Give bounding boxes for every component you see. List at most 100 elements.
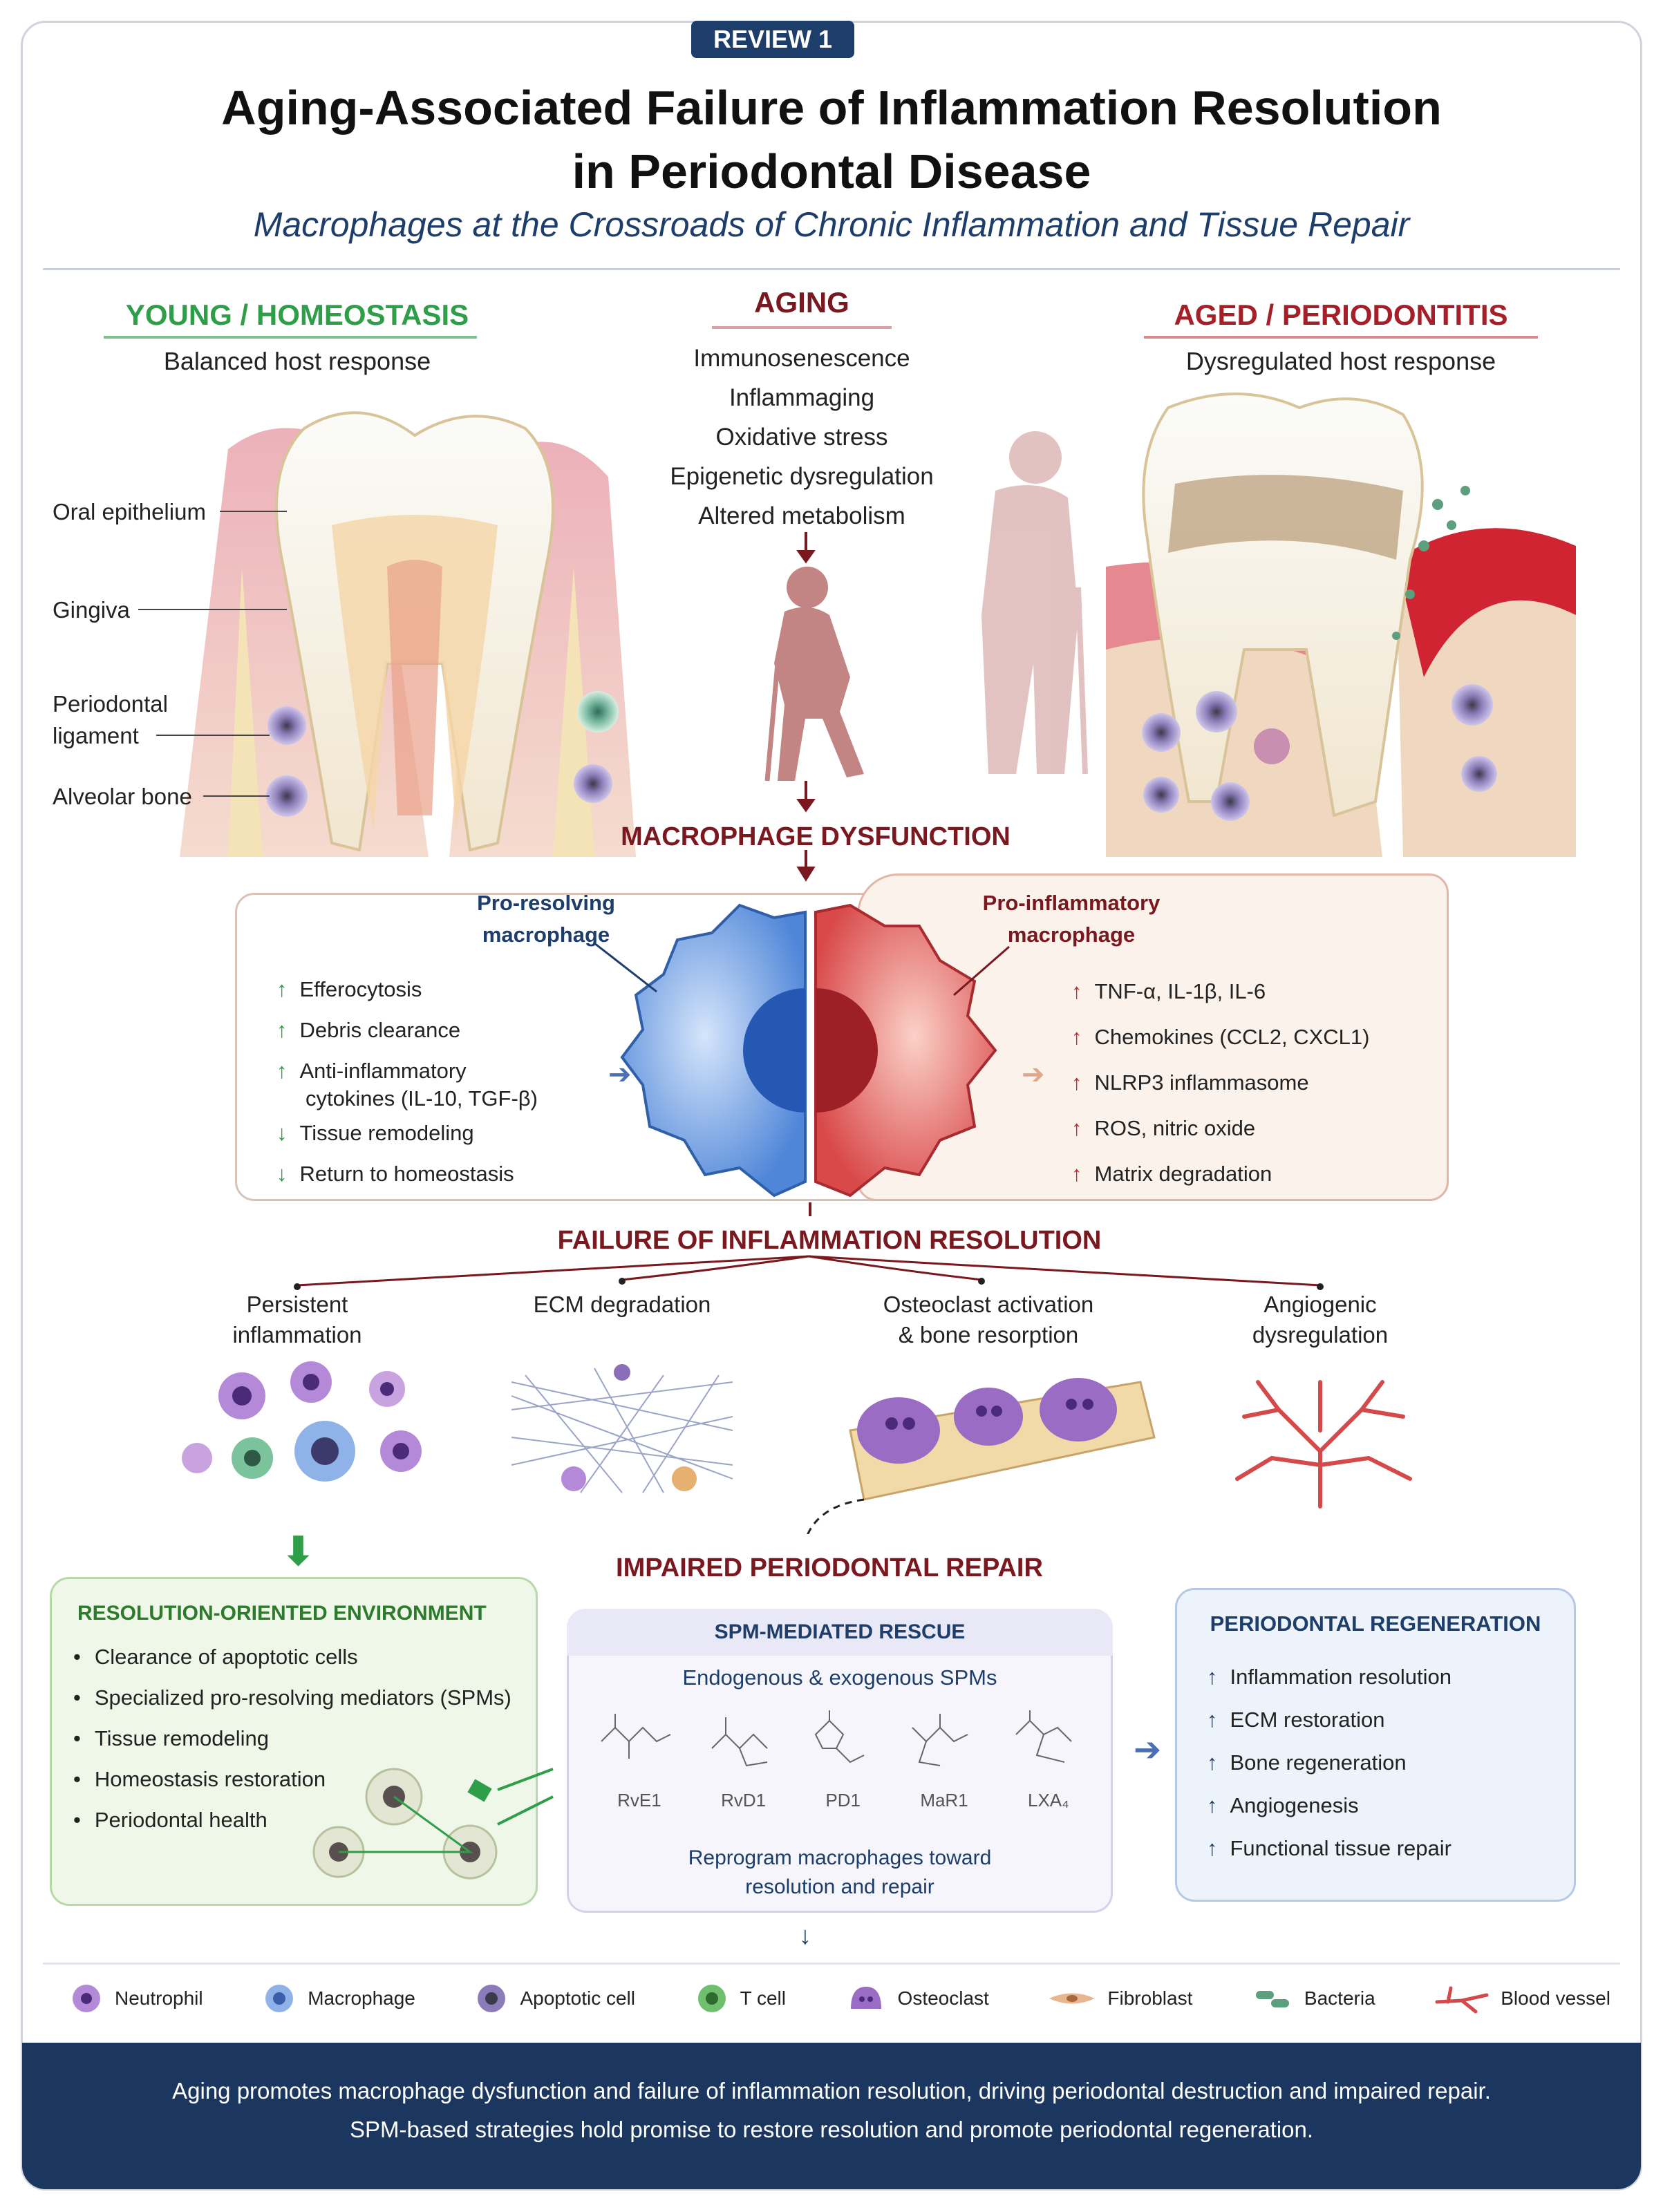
- spm-mar1-label: MaR1: [920, 1790, 968, 1811]
- resolution-item: •Homeostasis restoration: [73, 1759, 511, 1799]
- legend-neutrophil: Neutrophil: [69, 1981, 203, 2016]
- pro-resolving-label-line: macrophage: [482, 923, 610, 947]
- outcome-ecm-degradation: ECM degradation: [533, 1292, 711, 1317]
- macrophage-icon: [265, 1985, 294, 2012]
- function-item: ↓ Tissue remodeling: [276, 1113, 538, 1153]
- aging-heading: AGING: [754, 286, 849, 319]
- elderly-person-faded: [981, 431, 1088, 775]
- anatomy-pointer-lines: [138, 511, 287, 797]
- up-arrow-icon: ↑: [276, 977, 288, 1001]
- label-ligament: ligament: [53, 723, 139, 748]
- down-arrow-icon: ↓: [276, 1162, 288, 1186]
- neutrophil-icon: [73, 1985, 100, 2012]
- resolution-environment-list: • Clearance of apoptotic cells • Specializ…: [73, 1636, 511, 1840]
- aging-factor: Immunosenescence: [693, 345, 910, 372]
- blood-vessel-icon: [1435, 1986, 1489, 2014]
- spm-molecule-structures: [601, 1710, 1072, 1767]
- healthy-tooth-illustration: [180, 411, 636, 857]
- legend-apoptotic-cell: Apoptotic cell: [474, 1981, 635, 2016]
- legend-label: Macrophage: [308, 1987, 415, 2009]
- regeneration-panel: [1175, 1588, 1576, 1902]
- aged-subheading: Dysregulated host response: [1185, 347, 1496, 375]
- spm-reprogram-text: Reprogram macrophages toward resolution …: [601, 1844, 1078, 1902]
- legend-bacteria: Bacteria: [1252, 1981, 1375, 2016]
- legend-fibroblast: Fibroblast: [1048, 1981, 1192, 2016]
- function-text: Anti-inflammatory: [299, 1059, 467, 1083]
- outcome-label-line: Persistent: [246, 1292, 348, 1317]
- resolution-item-text: Clearance of apoptotic cells: [94, 1645, 358, 1669]
- pro-inflammatory-functions: ↑TNF-α, IL-1β, IL-6 ↑Chemokines (CCL2, C…: [1071, 969, 1369, 1197]
- label-alveolar-bone: Alveolar bone: [53, 784, 192, 809]
- top-illustration: [138, 393, 1576, 882]
- legend-label: Bacteria: [1304, 1987, 1375, 2009]
- bullet: •: [73, 1685, 81, 1710]
- up-arrow-icon: ↑: [276, 1059, 288, 1083]
- failure-branch-lines: [294, 1255, 1324, 1290]
- spm-subheading: Endogenous & exogenous SPMs: [682, 1665, 997, 1690]
- regeneration-item: ↑Functional tissue repair: [1207, 1827, 1451, 1870]
- pro-inflammatory-label: Pro-inflammatory macrophage: [954, 887, 1189, 951]
- fibroblast-icon: [1049, 1993, 1096, 2004]
- pro-inflammatory-label-line: Pro-inflammatory: [982, 891, 1161, 915]
- regeneration-item-text: ECM restoration: [1230, 1708, 1385, 1732]
- spm-rescue-heading: SPM-MEDIATED RESCUE: [567, 1609, 1113, 1656]
- legend-macrophage: Macrophage: [262, 1981, 415, 2016]
- macrophage-illustration: [594, 903, 1010, 1216]
- function-item: ↑Chemokines (CCL2, CXCL1): [1071, 1014, 1369, 1060]
- young-underline: [104, 336, 477, 339]
- label-oral-epithelium: Oral epithelium: [53, 499, 206, 524]
- function-text: Return to homeostasis: [299, 1162, 514, 1186]
- regeneration-item-text: Angiogenesis: [1230, 1793, 1359, 1817]
- spm-lxa4-label: LXA₄: [1028, 1790, 1069, 1811]
- function-text: ROS, nitric oxide: [1094, 1116, 1256, 1140]
- legend-label: T cell: [740, 1987, 786, 2009]
- summary-footer: Aging promotes macrophage dysfunction an…: [22, 2043, 1641, 2189]
- spm-pd1-label: PD1: [825, 1790, 861, 1811]
- aging-factor: Altered metabolism: [698, 502, 905, 529]
- regeneration-item-text: Bone regeneration: [1230, 1750, 1407, 1775]
- function-text: NLRP3 inflammasome: [1094, 1070, 1309, 1095]
- legend: Neutrophil Macrophage Apoptotic cell T c…: [69, 1978, 1610, 2019]
- summary-line-1: Aging promotes macrophage dysfunction an…: [172, 2078, 1491, 2104]
- up-arrow-icon: ↑: [1207, 1708, 1218, 1732]
- resolution-environment-heading: RESOLUTION-ORIENTED ENVIRONMENT: [77, 1602, 487, 1625]
- function-item: ↑ ROS, nitric oxide: [1071, 1106, 1369, 1151]
- outcome-label-line: Osteoclast activation: [883, 1292, 1094, 1317]
- function-text: Tissue remodeling: [299, 1121, 474, 1145]
- bullet: •: [73, 1767, 81, 1791]
- arrow-out-macrophage-icon: ➔: [1022, 1059, 1045, 1090]
- pro-resolving-label-line: Pro-resolving: [477, 891, 615, 915]
- divider: [43, 268, 1620, 270]
- regeneration-item: ↑ ECM restoration: [1207, 1699, 1451, 1741]
- down-arrow-icon: ↓: [276, 1121, 288, 1145]
- pro-inflammatory-label-line: macrophage: [1007, 923, 1136, 947]
- function-item: ↓ Return to homeostasis: [276, 1153, 538, 1194]
- resolution-item: • Periodontal health: [73, 1799, 511, 1840]
- outcome-label-line: inflammation: [232, 1322, 362, 1348]
- resolving-macrophages-icon: [312, 1768, 554, 1880]
- legend-label: Apoptotic cell: [520, 1987, 635, 2009]
- function-text: Debris clearance: [299, 1018, 461, 1042]
- resolution-item-text: Periodontal health: [94, 1808, 267, 1832]
- young-heading: YOUNG / HOMEOSTASIS: [125, 299, 469, 331]
- legend-label: Blood vessel: [1501, 1987, 1610, 2009]
- ecm-fibers-icon: [511, 1364, 733, 1493]
- spm-molecule-labels: RvE1 RvD1 PD1 MaR1 LXA₄: [588, 1790, 1099, 1811]
- up-arrow-icon: ↑: [1071, 1116, 1082, 1140]
- resolution-item-text: Specialized pro-resolving mediators (SPM…: [94, 1685, 511, 1710]
- elderly-person-silhouette: [764, 567, 864, 782]
- up-arrow-icon: ↑: [276, 1018, 288, 1042]
- regeneration-item-text: Inflammation resolution: [1230, 1665, 1452, 1689]
- t-cell-icon: [697, 1985, 726, 2012]
- outcome-persistent-inflammation: Persistent inflammation: [159, 1289, 435, 1350]
- regeneration-item: ↑Inflammation resolution: [1207, 1656, 1451, 1699]
- up-arrow-icon: ↑: [1207, 1793, 1218, 1817]
- spm-rescue-panel: [567, 1609, 1113, 1913]
- resolution-item-text: Tissue remodeling: [94, 1726, 269, 1750]
- legend-label: Fibroblast: [1107, 1987, 1193, 2009]
- up-arrow-icon: ↑: [1071, 1070, 1082, 1095]
- title-line-2: in Periodontal Disease: [572, 144, 1091, 198]
- down-arrow-to-resolution-icon: ⬇: [282, 1529, 314, 1573]
- bullet: •: [73, 1808, 81, 1832]
- label-periodontal: Periodontal: [53, 691, 168, 717]
